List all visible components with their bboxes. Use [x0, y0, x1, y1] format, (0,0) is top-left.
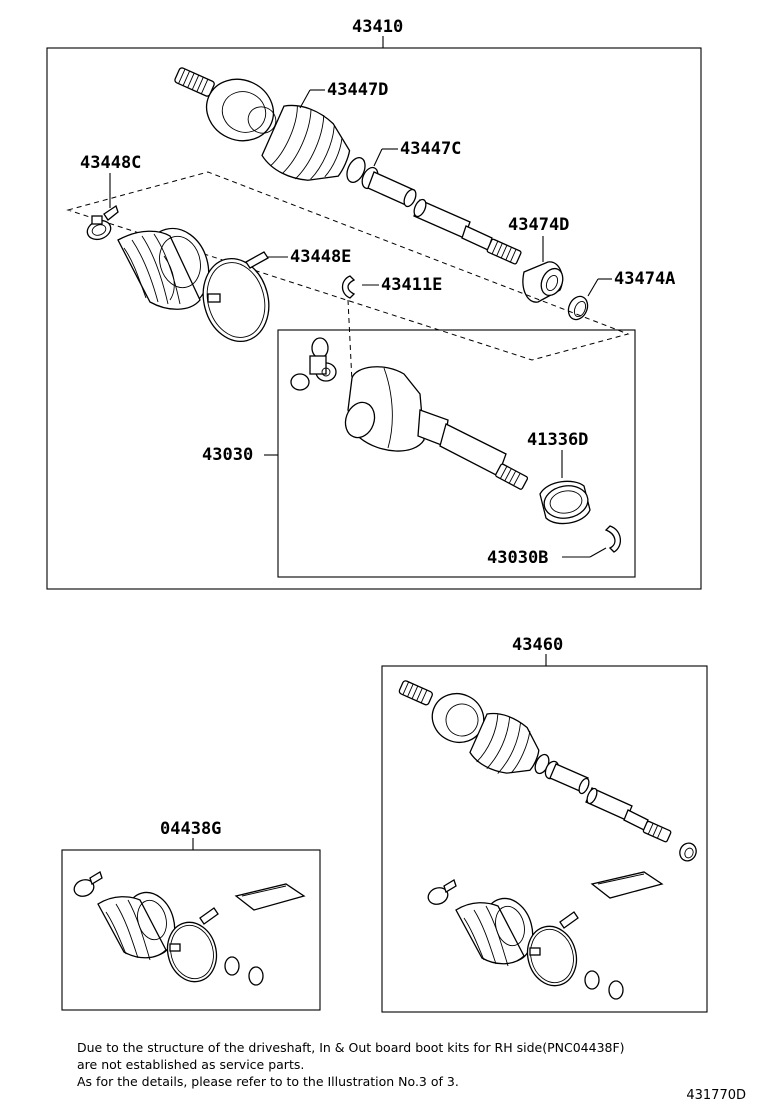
label-43030[interactable]: 43030 — [202, 445, 253, 465]
label-41336D[interactable]: 41336D — [527, 430, 588, 450]
service-note: Due to the structure of the driveshaft, … — [77, 1039, 717, 1090]
label-43447D[interactable]: 43447D — [327, 80, 388, 100]
note-line-1: Due to the structure of the driveshaft, … — [77, 1040, 625, 1055]
assembly-43460-frame — [381, 665, 708, 1013]
part-43474A-ring[interactable] — [565, 293, 591, 322]
part-43448C-clamp[interactable] — [85, 204, 119, 243]
part-tripod-spider[interactable] — [290, 337, 337, 391]
kit-04438G-frame — [61, 849, 321, 1011]
label-43411E[interactable]: 43411E — [381, 275, 442, 295]
illustration-code: 431770D — [686, 1088, 746, 1103]
label-43030B[interactable]: 43030B — [487, 548, 548, 568]
label-43448C[interactable]: 43448C — [80, 153, 141, 173]
note-line-3: As for the details, please refer to to t… — [77, 1074, 459, 1089]
label-43474A[interactable]: 43474A — [614, 269, 675, 289]
part-inner-cv-joint[interactable] — [341, 366, 529, 490]
part-43474D-damper[interactable] — [522, 261, 567, 303]
label-04438G[interactable]: 04438G — [160, 819, 221, 839]
assembly-43410-frame — [46, 47, 702, 590]
shaft-assembly-43460[interactable] — [398, 680, 699, 864]
part-43030B-snap-ring[interactable] — [604, 525, 621, 553]
part-43411E-snap-ring[interactable] — [341, 275, 356, 299]
note-line-2: are not established as service parts. — [77, 1057, 305, 1072]
kit-04438G-contents[interactable] — [72, 871, 306, 987]
label-43447C[interactable]: 43447C — [400, 139, 461, 159]
part-43448E-band[interactable] — [194, 251, 278, 349]
kit-43460-contents[interactable] — [426, 871, 664, 1000]
label-43410[interactable]: 43410 — [352, 17, 403, 37]
shaft-assembly-43410[interactable] — [174, 67, 522, 265]
label-43460[interactable]: 43460 — [512, 635, 563, 655]
part-inner-boot[interactable] — [117, 221, 217, 315]
part-41336D-seal[interactable] — [539, 480, 591, 525]
kit-dashed-outline — [66, 171, 630, 361]
label-43448E[interactable]: 43448E — [290, 247, 351, 267]
subassembly-43030-frame — [277, 329, 636, 578]
label-43474D[interactable]: 43474D — [508, 215, 569, 235]
